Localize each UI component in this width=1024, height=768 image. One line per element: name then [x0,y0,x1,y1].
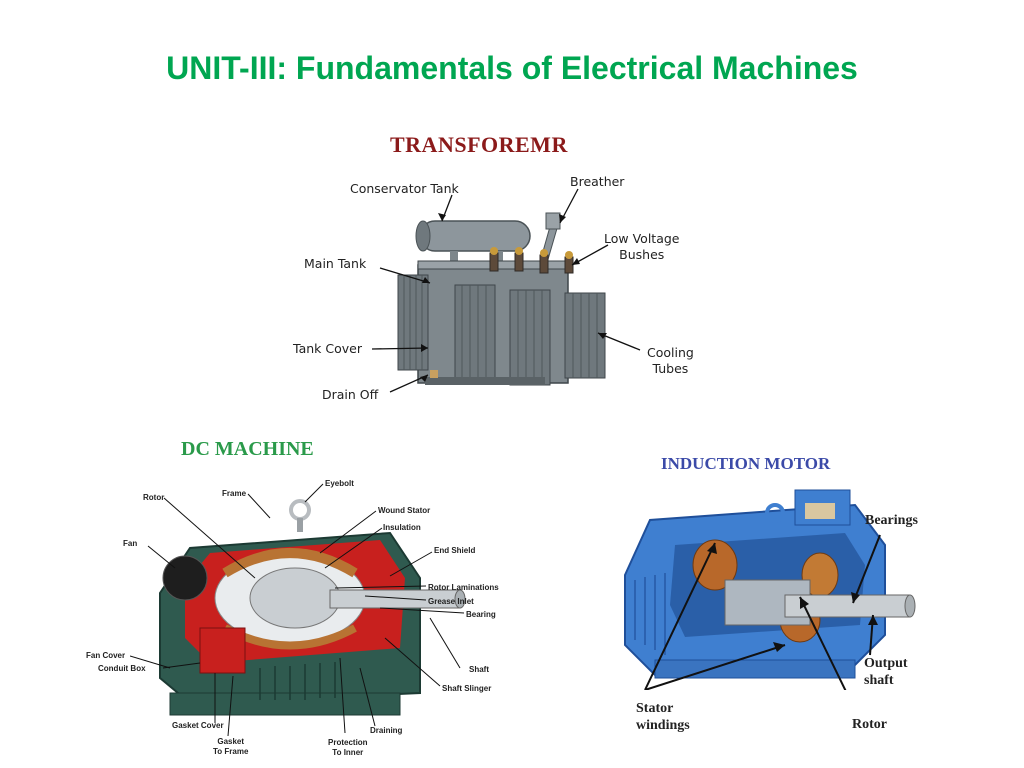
dc-machine-heading: DC MACHINE [181,438,314,460]
transformer-heading: TRANSFOREMR [390,132,568,157]
label-fan-cover: Fan Cover [86,651,126,660]
label-rotor-im: Rotor [852,717,887,732]
label-cooling-tubes: Cooling Tubes [647,345,694,376]
dc-machine-figure [130,478,505,763]
label-main-tank: Main Tank [304,256,367,271]
label-protection-to-inner: Protection To Inner [328,738,368,757]
label-tank-cover: Tank Cover [293,341,362,356]
transformer-illustration [371,188,641,393]
label-insulation: Insulation [383,523,421,532]
label-stator-windings: Stator windings [636,701,690,733]
label-end-shield: End Shield [434,546,476,555]
label-gasket-to-frame: Gasket To Frame [213,737,249,756]
dc-machine-illustration [130,483,466,737]
label-draining: Draining [370,726,403,735]
label-drain-off: Drain Off [322,387,379,402]
label-bearings: Bearings [865,513,918,528]
label-wound-stator: Wound Stator [378,506,431,515]
label-fan: Fan [123,539,138,548]
conservator-tank-shape [419,220,531,252]
label-bearing: Bearing [466,610,496,619]
induction-motor-heading: INDUCTION MOTOR [661,454,831,473]
label-frame: Frame [222,489,247,498]
label-eyebolt: Eyebolt [325,479,354,488]
transformer-figure [280,165,720,410]
label-gasket-cover: Gasket Cover [172,721,224,730]
slide-title: UNIT-III: Fundamentals of Electrical Mac… [166,50,858,86]
induction-motor-illustration [624,489,916,690]
label-conservator-tank: Conservator Tank [350,181,459,196]
label-shaft-slinger: Shaft Slinger [442,684,492,693]
label-shaft: Shaft [469,665,489,674]
label-output-shaft: Output shaft [864,656,908,688]
label-breather: Breather [570,174,625,189]
label-rotor-dc: Rotor [143,493,165,502]
label-grease-inlet: Grease Inlet [428,597,474,606]
label-rotor-laminations: Rotor Laminations [428,583,499,592]
label-low-voltage-bushes: Low Voltage Bushes [604,231,680,262]
induction-motor-figure [615,485,920,690]
label-conduit-box: Conduit Box [98,664,146,673]
